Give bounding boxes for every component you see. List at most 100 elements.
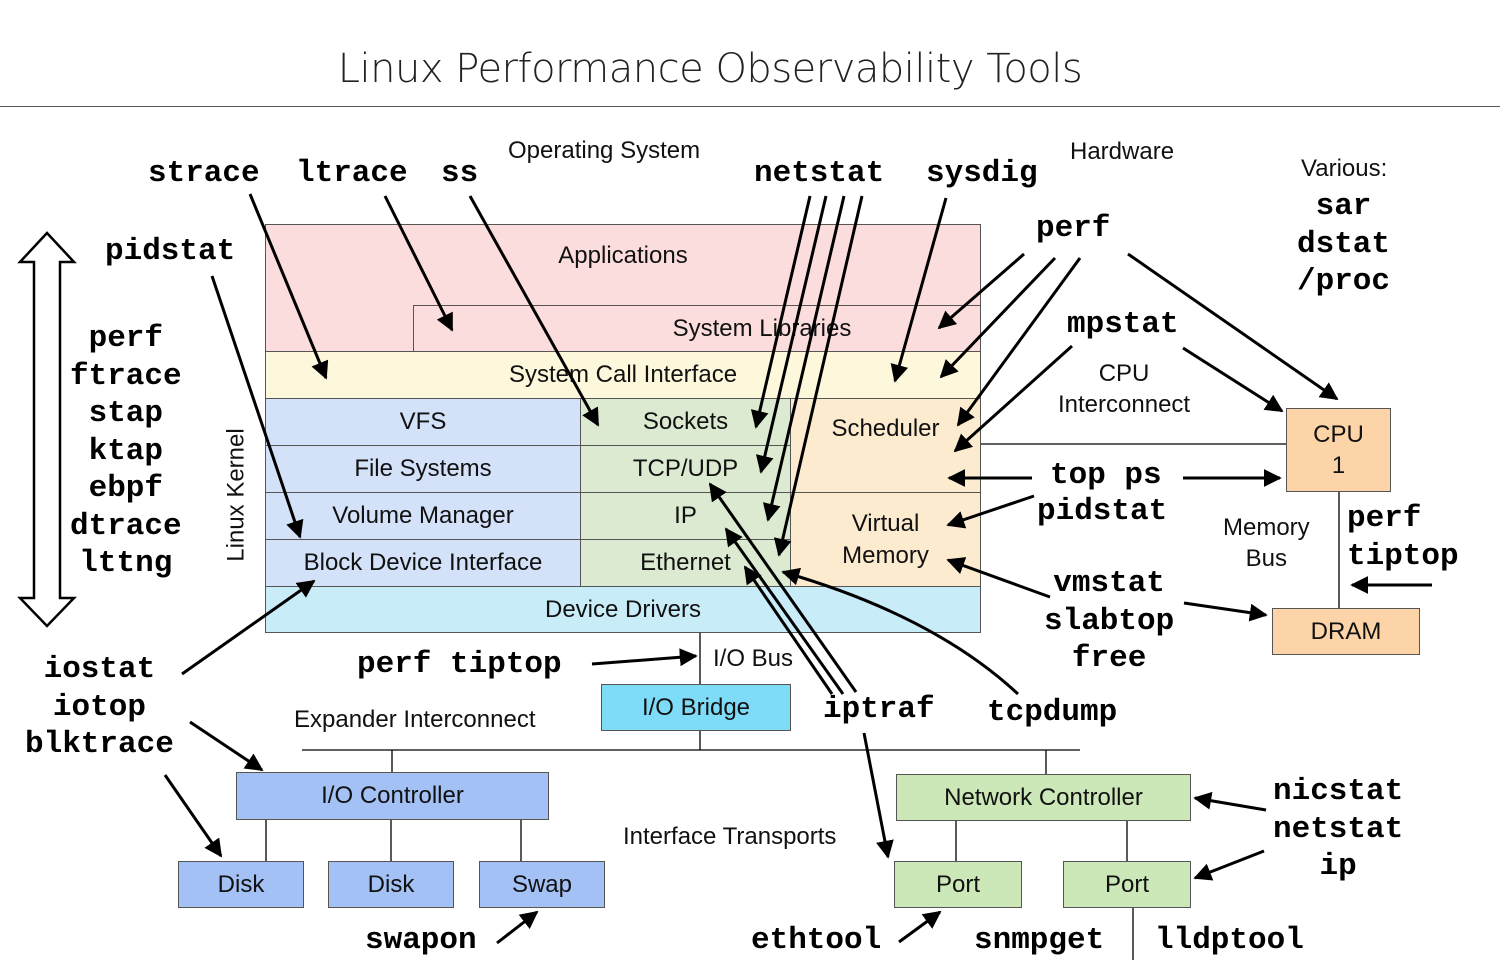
system-call-interface-label: System Call Interface	[508, 361, 738, 389]
volume-manager-box: Volume Manager	[265, 492, 581, 540]
device-drivers-label: Device Drivers	[544, 595, 702, 623]
tool-nicstat: nicstat	[1273, 774, 1404, 809]
tool-proc: /proc	[1297, 264, 1391, 299]
tool-ethtool: ethtool	[751, 923, 882, 958]
arrow-ltrace	[383, 195, 454, 332]
tool-pidstat-mid: pidstat	[1037, 494, 1168, 529]
tool-ktap: ktap	[88, 433, 164, 469]
vfs-label: VFS	[399, 408, 447, 436]
dram-label: DRAM	[1310, 617, 1382, 645]
io-bus-label: I/O Bus	[713, 645, 794, 672]
interface-transports-label: Interface Transports	[623, 823, 837, 850]
arrow-perf-libs	[937, 252, 1025, 330]
cpu-label-line2: 1	[1331, 452, 1346, 479]
arrow-mpstat-cpu	[1182, 346, 1284, 413]
tool-perf-tiptop-io: perf tiptop	[357, 647, 562, 682]
io-controller-label: I/O Controller	[321, 782, 464, 810]
scheduler-box: Scheduler	[790, 398, 981, 493]
arrow-ss	[468, 195, 600, 427]
tool-stack-left: perf ftrace stap ktap ebpf dtrace lttng	[70, 320, 182, 583]
vfs-box: VFS	[265, 398, 581, 446]
tool-iotop: iotop	[52, 689, 146, 725]
arrow-mpstat-sched	[953, 344, 1074, 453]
io-bridge-box: I/O Bridge	[601, 684, 791, 731]
ip-label: IP	[674, 502, 697, 530]
tool-stack-nic: nicstat netstat ip	[1273, 773, 1403, 886]
port-box-1: Port	[894, 861, 1022, 908]
cpu-interconnect-label: CPU Interconnect	[1058, 358, 1190, 420]
arrow-sysdig	[890, 197, 948, 383]
various-label: Various:	[1301, 155, 1388, 182]
scope-double-arrow	[17, 231, 77, 628]
sockets-label: Sockets	[642, 408, 729, 436]
arrow-iptraf-eth	[743, 565, 834, 695]
cpu-interconnect-line2: Interconnect	[1058, 391, 1191, 419]
virtual-memory-label-line1: Virtual	[851, 510, 920, 538]
tool-stack-perf-tiptop-right: perf tiptop	[1347, 500, 1459, 575]
tool-stack-various: sar dstat /proc	[1297, 188, 1390, 301]
block-device-interface-label: Block Device Interface	[303, 549, 543, 577]
arrow-perf-tiptop-bus	[591, 648, 698, 667]
tool-dtrace: dtrace	[70, 508, 182, 544]
cpu-interconnect-line1: CPU	[1098, 360, 1150, 387]
arrow-perf-cpu	[1127, 252, 1339, 401]
swap-label: Swap	[511, 870, 573, 898]
tool-slabtop: slabtop	[1044, 603, 1175, 639]
network-controller-label: Network Controller	[944, 783, 1143, 811]
cpu-label-line1: CPU	[1313, 420, 1364, 448]
tool-sar: sar	[1315, 189, 1372, 224]
arrow-netstat-port	[1193, 849, 1265, 881]
arrow-vmstat-vm	[946, 557, 1051, 599]
tool-perf-left: perf	[88, 321, 164, 356]
arrow-pidstat-left	[210, 275, 304, 539]
tool-perf-top: perf	[1036, 211, 1111, 246]
file-systems-label: File Systems	[354, 455, 492, 483]
tool-stack-vm: vmstat slabtop free	[1044, 565, 1174, 678]
tool-stack-io: iostat iotop blktrace	[25, 651, 174, 764]
arrow-ethtool-port	[898, 910, 942, 944]
scheduler-label: Scheduler	[831, 415, 940, 442]
applications-label: Applications	[558, 242, 688, 269]
tool-pidstat-left: pidstat	[105, 234, 236, 269]
system-libraries-label: System Libraries	[672, 314, 852, 342]
arrow-netstat-1	[750, 195, 812, 429]
tool-netstat-nic: netstat	[1273, 811, 1404, 847]
tool-ftrace: ftrace	[70, 358, 182, 394]
cpu-box: CPU 1	[1286, 408, 1391, 492]
arrow-netstat-4	[773, 195, 864, 557]
arrow-iostat-bdi	[181, 579, 316, 676]
tool-netstat-top: netstat	[754, 156, 885, 191]
expander-interconnect-label: Expander Interconnect	[294, 706, 536, 733]
tool-sysdig: sysdig	[926, 156, 1038, 191]
ip-box: IP	[580, 492, 791, 540]
memory-bus-line1: Memory	[1223, 514, 1310, 541]
ethernet-label: Ethernet	[640, 549, 731, 577]
tool-ebpf: ebpf	[88, 471, 164, 506]
tool-ss: ss	[441, 156, 479, 191]
operating-system-label: Operating System	[508, 137, 701, 164]
arrow-blktrace-disk	[163, 774, 223, 858]
arrow-iotop-ioctrl	[189, 720, 264, 772]
virtual-memory-label-line2: Memory	[842, 541, 929, 569]
file-systems-box: File Systems	[265, 445, 581, 493]
arrow-tcpdump-eth	[781, 567, 1020, 696]
arrow-vmstat-dram	[1183, 601, 1268, 622]
arrow-pidstat-vm	[946, 494, 1035, 529]
tool-vmstat: vmstat	[1053, 566, 1165, 601]
title-divider	[0, 106, 1500, 107]
tool-swapon: swapon	[365, 923, 477, 958]
disk-box-2: Disk	[328, 861, 454, 908]
tcp-udp-label: TCP/UDP	[632, 455, 739, 483]
tool-snmpget: snmpget	[974, 923, 1105, 958]
arrow-netstat-3	[762, 195, 846, 522]
tool-top-ps: top ps	[1050, 458, 1162, 493]
memory-bus-line2: Bus	[1245, 545, 1288, 573]
hardware-label: Hardware	[1070, 138, 1175, 165]
arrow-iptraf-port	[862, 732, 894, 859]
tool-blktrace: blktrace	[25, 727, 174, 762]
tool-strace: strace	[148, 156, 260, 191]
tool-tiptop-right: tiptop	[1347, 538, 1459, 574]
tool-iostat: iostat	[43, 652, 156, 687]
tool-ltrace: ltrace	[296, 156, 408, 191]
